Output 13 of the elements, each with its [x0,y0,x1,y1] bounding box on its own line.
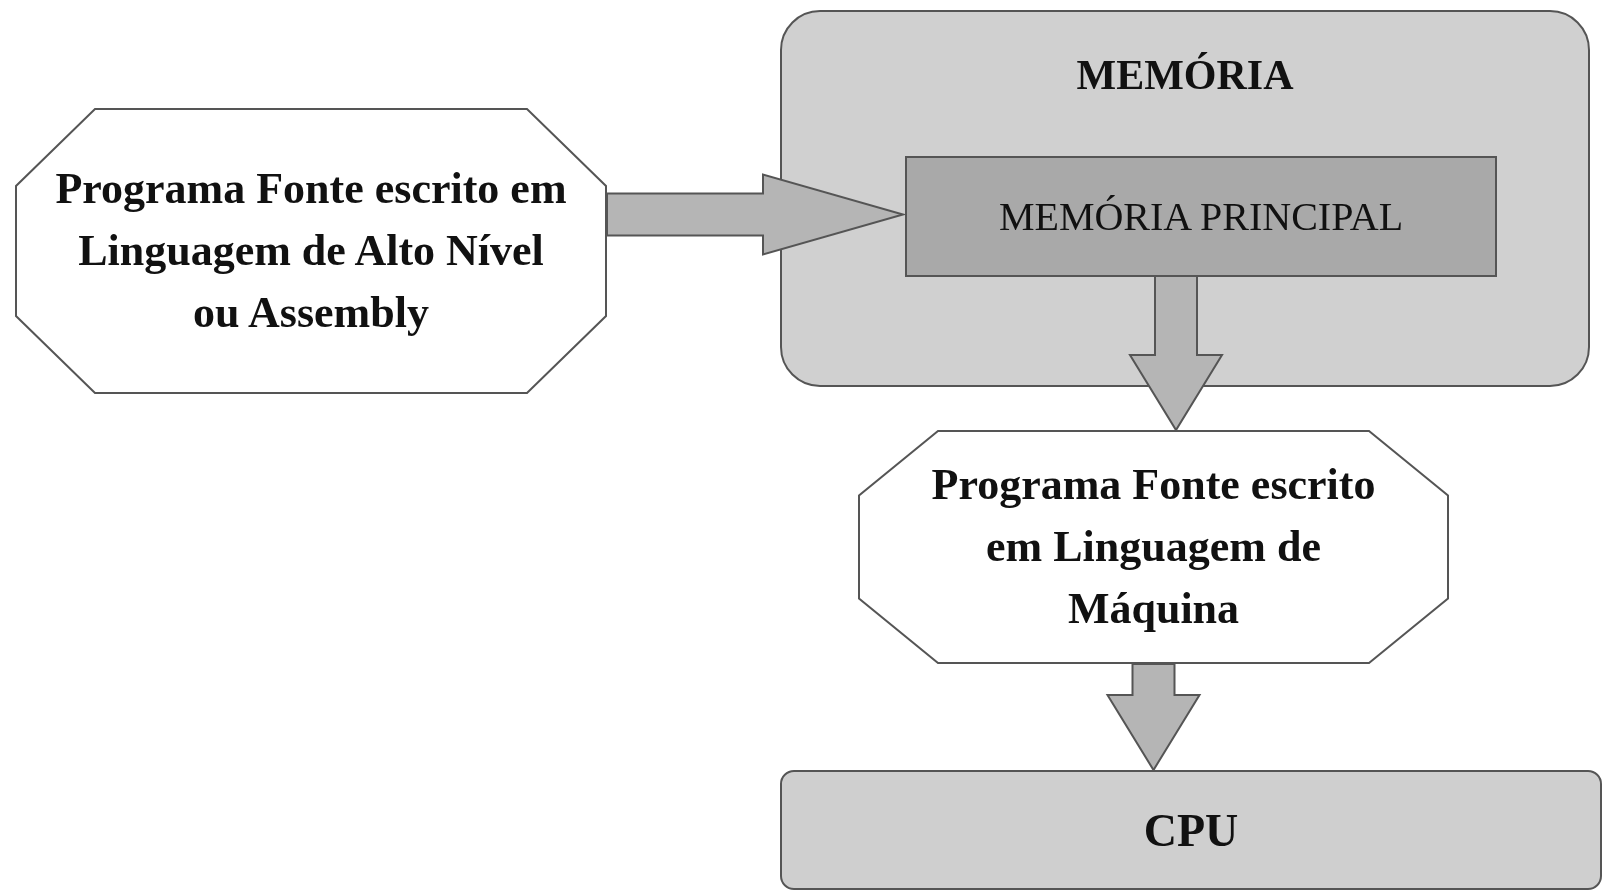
block-arrow [606,173,907,256]
process-octagon [858,430,1449,664]
block-arrow [1128,274,1224,432]
cpu-box [780,770,1602,890]
block-arrow [1105,663,1202,772]
node-text: MEMÓRIA [1076,51,1294,100]
main-memory-box [905,156,1497,277]
process-octagon [15,108,607,394]
node-text: MEMÓRIA PRINCIPAL [998,192,1404,241]
node-text: CPU [1143,803,1239,858]
node-text: Programa Fonte escrito em Linguagem de Alto Nível ou Assembly [54,163,568,339]
node-text: Programa Fonte escrito em Linguagem de Máquina [930,459,1377,635]
memory-panel [780,10,1590,387]
